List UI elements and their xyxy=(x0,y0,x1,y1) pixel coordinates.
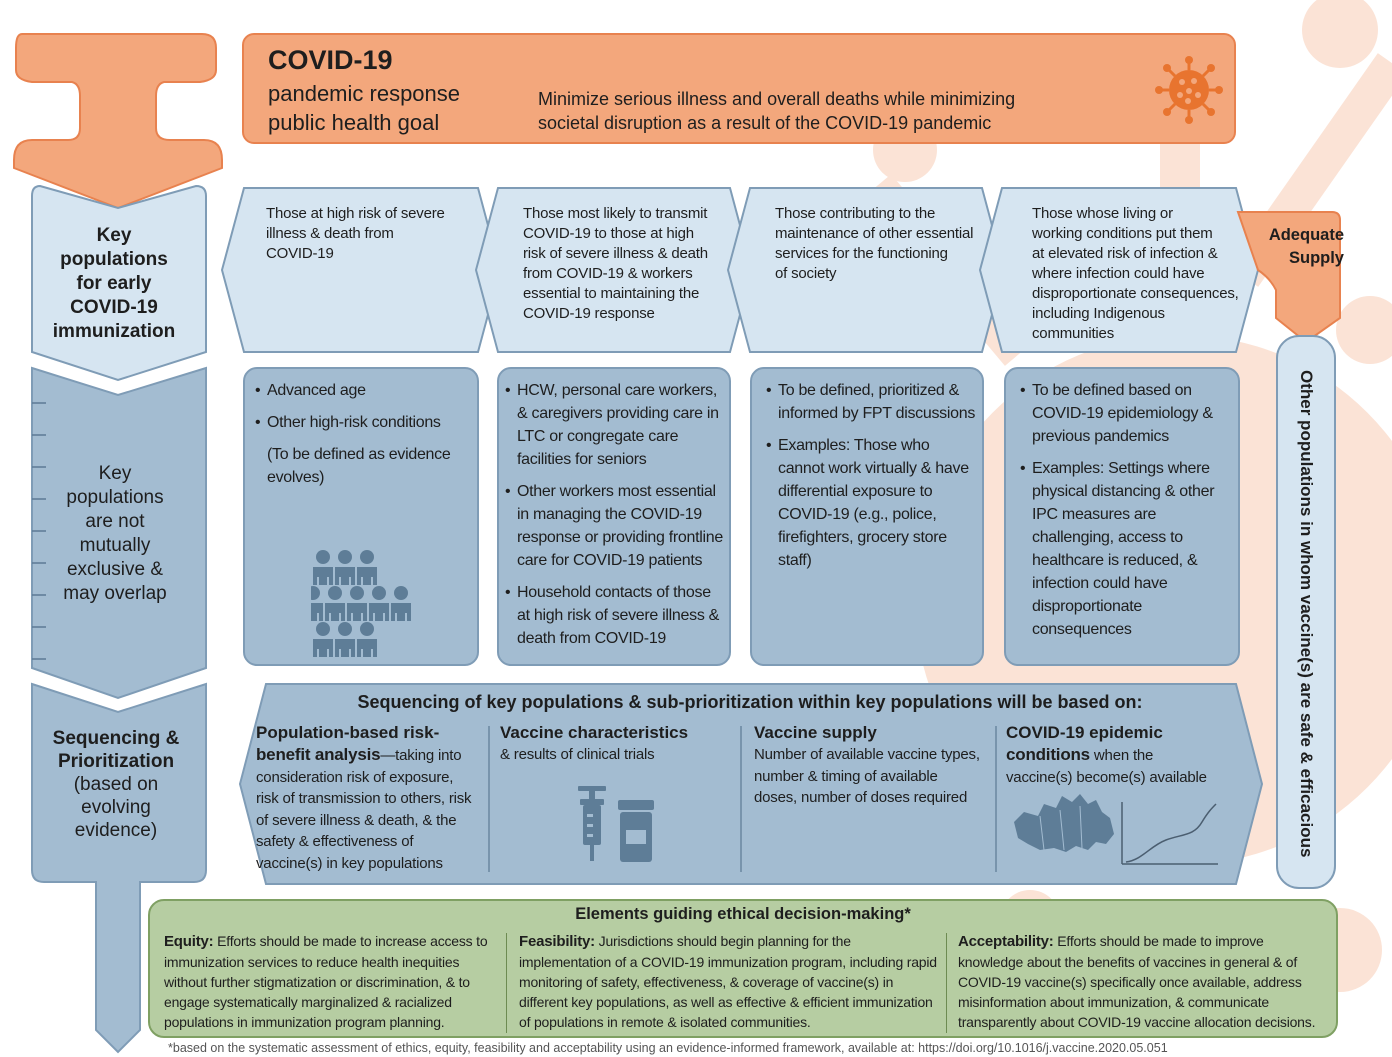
ethics-box: Elements guiding ethical decision-making… xyxy=(148,899,1338,1038)
population-details-3: To be defined, prioritized & informed by… xyxy=(750,367,984,666)
other-populations-bar xyxy=(1276,335,1336,889)
goal-title: COVID-19 xyxy=(268,45,393,75)
population-details-4: To be defined based on COVID-19 epidemio… xyxy=(1004,367,1240,666)
population-details-1: Advanced age Other high-risk conditions … xyxy=(243,367,479,666)
goal-subtitle: pandemic response public health goal xyxy=(268,81,461,135)
footnote: *based on the systematic assessment of e… xyxy=(168,1041,1168,1055)
ethics-title: Elements guiding ethical decision-making… xyxy=(575,905,911,923)
canada-map-curve-icon xyxy=(1014,794,1218,865)
public-health-goal-box: COVID-19 pandemic response public health… xyxy=(242,33,1236,144)
detail-item: Household contacts of those at high risk… xyxy=(505,581,727,650)
detail-item: Examples: Those who cannot work virtuall… xyxy=(766,434,978,572)
sequencing-title: Sequencing of key populations & sub-prio… xyxy=(357,692,1143,712)
ethics-feasibility: Feasibility: Jurisdictions should begin … xyxy=(519,933,937,1030)
hexagon-1 xyxy=(220,187,502,353)
ethics-acceptability: Acceptability: Efforts should be made to… xyxy=(958,933,1316,1030)
goal-statement: Minimize serious illness and overall dea… xyxy=(538,89,1016,133)
ethics-equity: Equity: Efforts should be made to increa… xyxy=(164,933,488,1030)
other-populations-label: Other populations in whom vaccine(s) are… xyxy=(1297,370,1316,858)
detail-item: Advanced age xyxy=(255,379,471,402)
hexagon-2 xyxy=(474,187,754,353)
not-exclusive-note: Key populations are not mutually exclusi… xyxy=(63,463,167,604)
hexagon-4 xyxy=(978,187,1260,353)
detail-item: Other high-risk conditions xyxy=(255,411,471,434)
left-column-arrow xyxy=(13,33,223,1054)
people-group-icon xyxy=(311,550,411,657)
hexagon-3 xyxy=(726,187,1006,353)
population-details-2: HCW, personal care workers, & caregivers… xyxy=(497,367,731,666)
virus-icon xyxy=(1155,56,1223,124)
sequencing-panel xyxy=(238,683,1264,885)
adequate-supply-label: Adequate Supply xyxy=(1268,226,1344,267)
detail-item: To be defined based on COVID-19 epidemio… xyxy=(1020,379,1220,448)
detail-item: To be defined, prioritized & informed by… xyxy=(766,379,978,425)
detail-item: (To be defined as evidence evolves) xyxy=(267,446,451,486)
detail-item: Examples: Settings where physical distan… xyxy=(1020,457,1220,641)
sequencing-heading: Sequencing & Prioritization (based on ev… xyxy=(52,728,180,841)
detail-item: Other workers most essential in managing… xyxy=(505,480,727,572)
detail-item: HCW, personal care workers, & caregivers… xyxy=(505,379,727,471)
key-populations-heading: Key populations for early COVID-19 immun… xyxy=(52,225,176,342)
syringe-vial-icon xyxy=(578,786,654,862)
